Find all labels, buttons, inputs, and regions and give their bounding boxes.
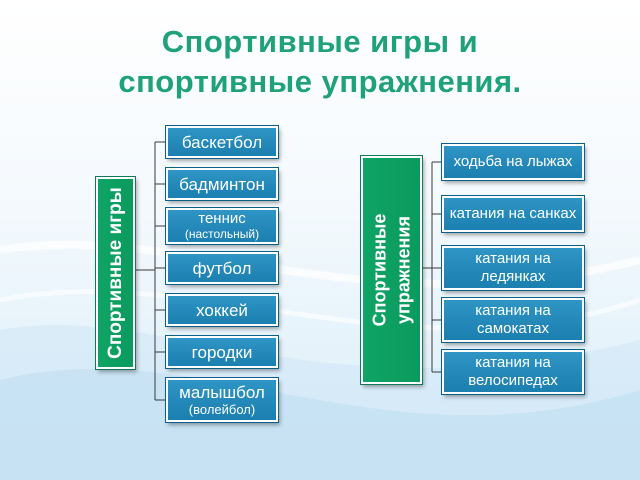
item-label: хоккей <box>196 300 248 320</box>
item-label: бадминтон <box>179 174 265 194</box>
item-box-scooter: катания на самокатах <box>442 298 584 342</box>
item-label: малышбол <box>179 382 265 402</box>
item-box-sledding: катания на санках <box>442 196 584 232</box>
item-label: баскетбол <box>181 132 263 152</box>
item-label-line-1: катания на <box>475 250 551 267</box>
item-label-line-1: катания на <box>475 302 551 319</box>
item-box-minivolleyball: малышбол (волейбол) <box>166 378 278 422</box>
item-label: городки <box>191 342 253 362</box>
item-sublabel: (волейбол) <box>188 401 256 417</box>
item-box-cycling: катания на велосипедах <box>442 350 584 394</box>
page-title: Спортивные игры и спортивные упражнения. <box>0 22 640 102</box>
item-label-line-2: велосипедах <box>468 372 558 389</box>
item-box-gorodki: городки <box>166 336 278 368</box>
item-box-skiing: ходьба на лыжах <box>442 144 584 180</box>
item-box-table-tennis: теннис (настольный) <box>166 208 278 244</box>
category-label: Спортивные упражнения <box>368 214 416 327</box>
item-label-line-2: ледянках <box>480 268 546 285</box>
category-label-line-1: Спортивные <box>369 213 390 327</box>
item-box-football: футбол <box>166 252 278 284</box>
category-box-sports-exercises: Спортивные упражнения <box>361 156 422 384</box>
category-box-sports-games: Спортивные игры <box>96 177 135 369</box>
item-label-line-2: самокатах <box>477 320 549 337</box>
item-label-line-1: катания на <box>475 354 551 371</box>
item-box-basketball: баскетбол <box>166 126 278 158</box>
item-box-badminton: бадминтон <box>166 168 278 200</box>
item-label: ходьба на лыжах <box>453 153 573 170</box>
category-label-line-2: упражнения <box>393 216 414 324</box>
item-label: катания на санках <box>449 205 577 222</box>
item-box-ice-sliding: катания на ледянках <box>442 246 584 290</box>
item-label: теннис <box>198 210 246 227</box>
item-sublabel: (настольный) <box>184 227 260 241</box>
title-line-1: Спортивные игры и <box>161 24 479 59</box>
item-label: футбол <box>192 258 252 278</box>
item-box-hockey: хоккей <box>166 294 278 326</box>
title-line-2: спортивные упражнения. <box>118 64 522 99</box>
category-label: Спортивные игры <box>104 187 126 359</box>
